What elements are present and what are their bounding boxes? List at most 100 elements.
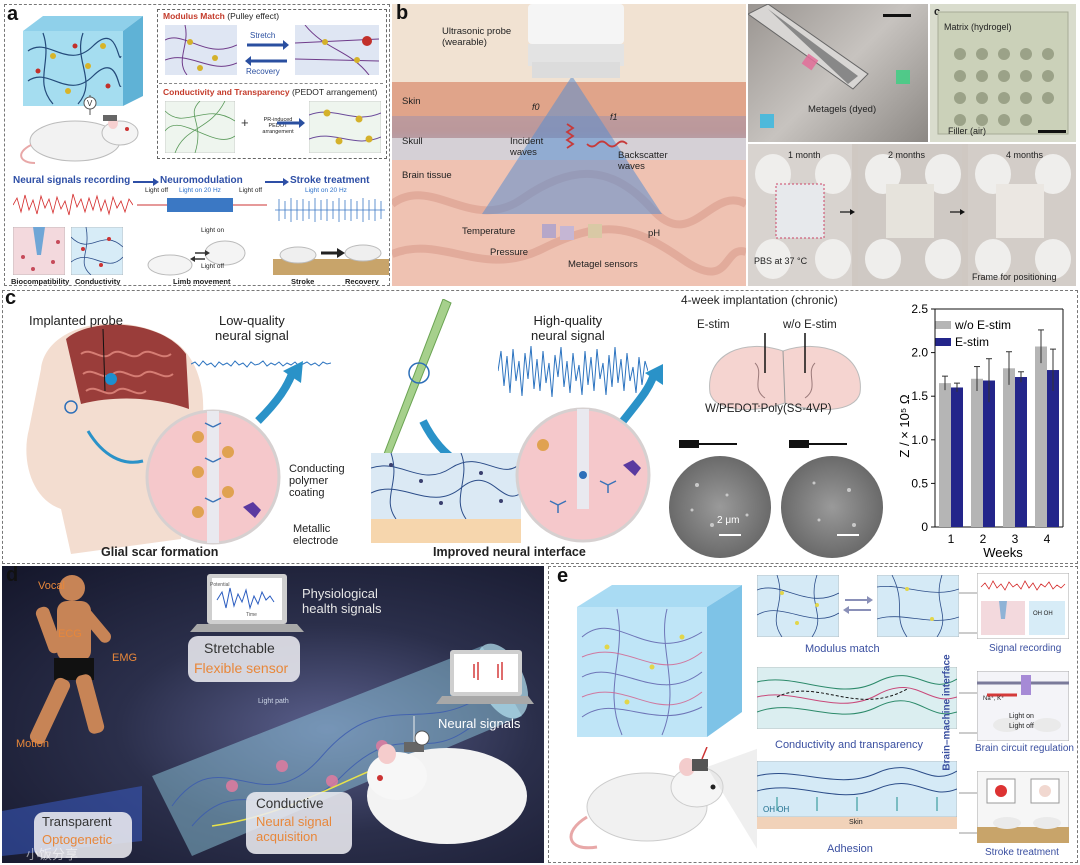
- coating-network: [371, 453, 521, 543]
- neural-recording-heading: Neural signals recording: [13, 175, 131, 186]
- y-tick-label: 1.5: [911, 389, 928, 403]
- conductivity-transparency-label: Conductivity and transparency: [775, 739, 923, 751]
- hydrogel-block-illustration: [577, 585, 742, 737]
- stroke-treatment-heading: Stroke treatment: [290, 175, 370, 186]
- limb-movement-mice: [147, 240, 246, 276]
- f0-label: f0: [532, 102, 540, 112]
- plus-sign: +: [241, 115, 249, 130]
- legend-swatch-estim: [935, 338, 951, 346]
- signal-recording-label: Signal recording: [989, 643, 1062, 654]
- light-on-label-1: Light on 20 Hz: [179, 187, 221, 194]
- skin-label: Skin: [402, 96, 421, 107]
- frame-label: Frame for positioning: [972, 272, 1057, 282]
- ph-label: pH: [648, 228, 661, 239]
- y-axis-label: Z / × 10⁵ Ω: [897, 394, 912, 457]
- brain-tissue-illustration: [392, 4, 746, 286]
- one-month-label: 1 month: [788, 150, 821, 160]
- matrix-grid: [937, 11, 1069, 135]
- modulus-title: Modulus Match (Pulley effect): [163, 11, 280, 21]
- pedot-arrow: [277, 118, 305, 128]
- conductive-label: Conductive: [256, 796, 324, 811]
- neural-signals-label: Neural signals: [438, 716, 521, 731]
- glial-label: Glial scar formation: [101, 545, 219, 559]
- brain-circuit-label: Brain circuit regulation: [975, 743, 1074, 754]
- improved-label: Improved neural interface: [433, 545, 586, 559]
- modulus-arrows: [843, 596, 873, 614]
- x-tick-label: 3: [1012, 532, 1019, 546]
- conductive-box: [246, 792, 352, 854]
- panel-a: a V Modulus Match (Pulley effect) Stretc…: [4, 4, 390, 286]
- bar-estim: [951, 387, 963, 527]
- metallic-electrode-label: Metallic electrode: [293, 523, 339, 547]
- modulus-network-after: [295, 25, 379, 75]
- legend-label-control: w/o E-stim: [954, 318, 1011, 332]
- high-signal-trace: [498, 345, 648, 398]
- pr-note: PR-induced PEDOT arrangement: [262, 117, 294, 135]
- metagel-sensors-label: Metagel sensors: [568, 259, 638, 270]
- pedot-arranged-network: [309, 101, 381, 153]
- sem-image-estim: [669, 456, 771, 558]
- conducting-coating-label: Conducting polymer coating: [289, 463, 345, 499]
- panel-c-label: c: [5, 290, 17, 309]
- signal-recording-image: [977, 573, 1069, 639]
- stretch-label: Stretch: [250, 31, 276, 40]
- stroke-label: Stroke: [291, 277, 315, 286]
- low-quality-label: Low-quality neural signal: [215, 313, 289, 343]
- mechanism-box: [157, 9, 387, 159]
- low-signal-trace: [191, 360, 331, 368]
- biocompatibility-label: Biocompatibility: [11, 277, 70, 286]
- time-axis-label: Time: [246, 612, 257, 618]
- stroke-treatment-image: [977, 771, 1069, 843]
- conductivity-label: Conductivity: [75, 277, 121, 286]
- panel-a-label: a: [7, 4, 19, 25]
- transparent-label: Transparent: [42, 814, 112, 829]
- adhesion-label: Adhesion: [827, 843, 873, 855]
- light-on-label-2: Light on 20 Hz: [305, 187, 347, 194]
- sem-image-wo-estim: [781, 456, 883, 558]
- pedot-random-network: [165, 101, 235, 153]
- modulus-network-before: [165, 25, 237, 75]
- bar-control: [1035, 346, 1047, 527]
- bar-control: [1003, 368, 1015, 527]
- neuromodulation-trace: [137, 198, 267, 212]
- conductivity-image: [71, 227, 123, 275]
- hydrogel-cube-illustration: [23, 16, 143, 106]
- ecg-label: ECG: [58, 628, 82, 640]
- bar-control: [939, 383, 951, 527]
- implanted-probe-label: Implanted probe: [29, 313, 123, 328]
- high-quality-label: High-quality neural signal: [531, 313, 605, 343]
- watermark: 小饭分享: [26, 847, 79, 862]
- glial-scar-circle: [145, 409, 281, 545]
- potential-axis-label: Potential: [210, 582, 230, 588]
- estim-label: E-stim: [697, 319, 730, 331]
- light-on-label: Light on: [201, 227, 225, 234]
- material-label: W/PEDOT:Poly(SS-4VP): [705, 403, 832, 415]
- incident-label: Incident waves: [510, 136, 544, 158]
- light-off-label-e: Light off: [1009, 723, 1034, 730]
- bmi-label: Brain–machine interface: [941, 654, 953, 771]
- pbs-label: PBS at 37 °C: [754, 256, 808, 266]
- improved-interface-circle: [515, 407, 651, 543]
- skull-label: Skull: [402, 136, 423, 147]
- panel-e-label: e: [557, 566, 569, 587]
- x-tick-label: 4: [1044, 532, 1051, 546]
- modulus-network-2: [877, 575, 959, 637]
- mouse-e-illustration: [569, 747, 757, 850]
- x-tick-label: 2: [980, 532, 987, 546]
- optogenetic-label: Optogenetic: [42, 832, 113, 847]
- two-months-label: 2 months: [888, 150, 926, 160]
- implantation-label: 4-week implantation (chronic): [681, 293, 838, 307]
- stretchable-box: [188, 636, 300, 682]
- x-axis-label: Weeks: [983, 545, 1023, 560]
- bar-estim: [983, 380, 995, 527]
- backscatter-label: Backscatter waves: [618, 150, 668, 172]
- stroke-recovery-image: [273, 244, 389, 275]
- stroke-treatment-label: Stroke treatment: [985, 847, 1059, 858]
- conductivity-title: Conductivity and Transparency (PEDOT arr…: [163, 87, 378, 97]
- recovery-label-2: Recovery: [345, 277, 379, 286]
- emg-label: EMG: [112, 652, 138, 664]
- impedance-bar-chart: Z / × 10⁵ Ω Weeks w/o E-stim E-stim 00.5…: [897, 302, 1064, 560]
- transparent-box: [34, 812, 132, 858]
- neuromodulation-heading: Neuromodulation: [160, 175, 243, 186]
- heading-arrows: [133, 178, 289, 186]
